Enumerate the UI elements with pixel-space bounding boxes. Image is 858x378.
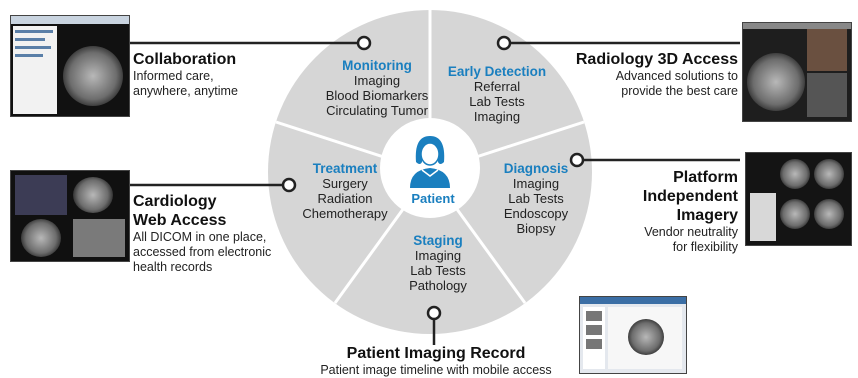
segment-item: Imaging	[414, 248, 462, 263]
segment-title: Monitoring	[342, 58, 412, 73]
segment-item: Imaging	[512, 176, 560, 191]
segment-early-detection: Early Detection Referral Lab Tests Imagi…	[436, 64, 558, 124]
callout-desc: All DICOM in one place,	[133, 230, 267, 244]
callout-desc: for flexibility	[672, 240, 738, 254]
segment-item: Imaging	[353, 73, 401, 88]
segment-item: Circulating Tumor	[326, 103, 428, 118]
callout-title: Imagery	[676, 207, 738, 224]
callout-radiology: Radiology 3D Access Advanced solutions t…	[544, 50, 738, 99]
segment-title: Diagnosis	[503, 161, 569, 176]
callout-title: Platform	[673, 169, 738, 186]
segment-diagnosis: Diagnosis Imaging Lab Tests Endoscopy Bi…	[486, 161, 586, 236]
segment-item: Endoscopy	[503, 206, 569, 221]
callout-desc: health records	[133, 260, 213, 274]
segment-title: Early Detection	[447, 64, 547, 79]
connector-node-collaboration	[356, 35, 372, 51]
segment-staging: Staging Imaging Lab Tests Pathology	[388, 233, 488, 293]
callout-desc: Informed care,	[133, 69, 214, 83]
segment-item: Lab Tests	[469, 94, 525, 109]
segment-item: Blood Biomarkers	[325, 88, 429, 103]
connector-node-cardiology	[281, 177, 297, 193]
callout-desc: Patient image timeline with mobile acces…	[320, 363, 552, 377]
segment-item: Chemotherapy	[302, 206, 388, 221]
segment-item: Surgery	[322, 176, 368, 191]
connector-node-patient-record	[426, 305, 442, 321]
platform-screenshot	[745, 152, 852, 246]
segment-item: Imaging	[473, 109, 521, 124]
callout-title: Independent	[642, 188, 738, 205]
segment-item: Pathology	[409, 278, 467, 293]
segment-title: Treatment	[312, 161, 378, 176]
cardiology-screenshot	[10, 170, 130, 262]
segment-item: Biopsy	[516, 221, 556, 236]
callout-desc: Vendor neutrality	[644, 225, 738, 239]
callout-cardiology: Cardiology Web Access All DICOM in one p…	[133, 192, 313, 275]
callout-desc: provide the best care	[621, 84, 738, 98]
connector-node-platform	[569, 152, 585, 168]
callout-desc: anywhere, anytime	[133, 84, 238, 98]
callout-desc: Advanced solutions to	[615, 69, 738, 83]
callout-title: Cardiology	[133, 193, 217, 210]
segment-monitoring: Monitoring Imaging Blood Biomarkers Circ…	[312, 58, 442, 118]
segment-treatment: Treatment Surgery Radiation Chemotherapy	[290, 161, 400, 221]
callout-title: Web Access	[133, 212, 227, 229]
segment-item: Lab Tests	[508, 191, 564, 206]
callout-title: Radiology 3D Access	[575, 51, 738, 68]
collaboration-screenshot	[10, 15, 130, 117]
segment-item: Radiation	[317, 191, 373, 206]
callout-title: Collaboration	[133, 51, 237, 68]
callout-desc: accessed from electronic	[133, 245, 272, 259]
segment-title: Staging	[413, 233, 463, 248]
callout-platform: Platform Independent Imagery Vendor neut…	[592, 168, 738, 255]
segment-item: Lab Tests	[410, 263, 466, 278]
center-label: Patient	[411, 191, 455, 206]
segment-item: Referral	[473, 79, 521, 94]
callout-collaboration: Collaboration Informed care, anywhere, a…	[133, 50, 313, 99]
radiology-screenshot	[742, 22, 852, 122]
callout-patient-record: Patient Imaging Record Patient image tim…	[300, 344, 572, 378]
connector-node-radiology	[496, 35, 512, 51]
callout-title: Patient Imaging Record	[346, 345, 526, 362]
patient-record-screenshot	[579, 296, 687, 374]
patient-icon	[410, 136, 450, 188]
